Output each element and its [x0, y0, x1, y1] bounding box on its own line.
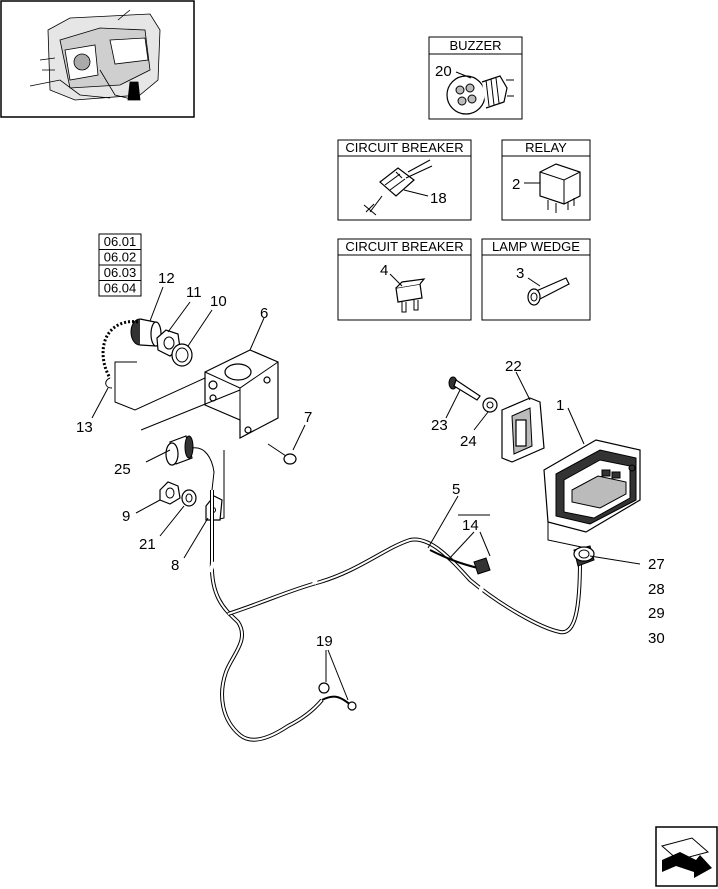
lamp-wedge-title: LAMP WEDGE — [492, 239, 580, 254]
callout-11: 11 — [186, 284, 202, 301]
panel-connector — [573, 545, 595, 567]
callout-6: 6 — [260, 305, 268, 322]
clevis-pin — [267, 443, 297, 465]
callout-7: 7 — [304, 409, 312, 426]
callout-24: 24 — [460, 433, 477, 450]
inline-fuse-holder-icon — [363, 159, 433, 216]
bolt — [448, 376, 481, 401]
callout-23: 23 — [431, 417, 448, 434]
mounting-bracket — [204, 349, 279, 439]
callout-4: 4 — [380, 262, 388, 279]
reference-page-list: 06.01 06.02 06.03 06.04 — [98, 233, 142, 297]
location-thumbnail — [0, 0, 195, 118]
flat-washer — [482, 397, 498, 413]
callout-22: 22 — [505, 358, 522, 375]
ref-page-1[interactable]: 06.01 — [104, 234, 137, 249]
key-chain — [101, 320, 139, 389]
buzzer-part — [165, 435, 215, 491]
ref-page-3[interactable]: 06.03 — [104, 265, 137, 280]
callout-8: 8 — [171, 557, 179, 574]
callout-21: 21 — [139, 536, 156, 553]
callout-2: 2 — [512, 176, 520, 193]
circuit-breaker-box-2: CIRCUIT BREAKER 4 — [337, 238, 472, 321]
circuit-breaker-box-1: CIRCUIT BREAKER 18 — [337, 139, 472, 221]
relay-icon — [539, 163, 581, 213]
callout-20: 20 — [435, 63, 452, 80]
callout-14: 14 — [462, 517, 479, 534]
blade-fuse-icon — [395, 278, 426, 313]
buzzer-icon — [446, 75, 514, 115]
key-switch — [130, 318, 162, 347]
callout-19: 19 — [316, 633, 333, 650]
callout-29: 29 — [648, 605, 665, 622]
callout-5: 5 — [452, 481, 460, 498]
hex-nut — [159, 481, 181, 505]
callout-12: 12 — [158, 270, 175, 287]
callout-10: 10 — [210, 293, 227, 310]
callout-3: 3 — [516, 265, 524, 282]
callout-9: 9 — [122, 508, 130, 525]
lock-washer — [181, 489, 197, 507]
ref-page-4[interactable]: 06.04 — [104, 281, 137, 296]
circuit-breaker-1-title: CIRCUIT BREAKER — [345, 140, 463, 155]
next-page-arrow-icon[interactable] — [655, 826, 718, 887]
callout-18: 18 — [430, 190, 447, 207]
display-panel — [543, 439, 641, 549]
callout-27: 27 — [648, 556, 665, 573]
lamp-wedge-icon — [527, 277, 570, 306]
relay-title: RELAY — [525, 140, 567, 155]
callout-1: 1 — [556, 397, 564, 414]
callout-28: 28 — [648, 581, 665, 598]
relay-box: RELAY 2 — [501, 139, 591, 221]
buzzer-title: BUZZER — [450, 38, 502, 53]
ref-page-2[interactable]: 06.02 — [104, 250, 137, 265]
callout-25: 25 — [114, 461, 131, 478]
callout-30: 30 — [648, 630, 665, 647]
wiring-harness — [208, 490, 582, 742]
callout-13: 13 — [76, 419, 93, 436]
circuit-breaker-2-title: CIRCUIT BREAKER — [345, 239, 463, 254]
panel-bracket — [501, 397, 545, 463]
lamp-wedge-box: LAMP WEDGE 3 — [481, 238, 591, 321]
buzzer-box: BUZZER 20 — [428, 36, 523, 120]
switch-washer — [171, 343, 193, 367]
